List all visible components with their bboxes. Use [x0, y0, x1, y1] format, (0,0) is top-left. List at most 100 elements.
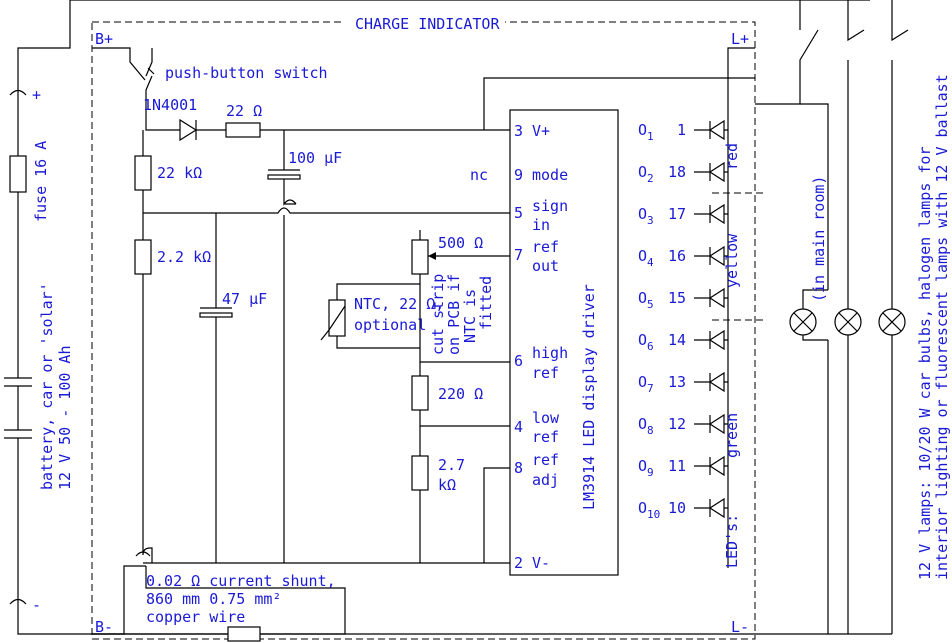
output-pin-3: 17 — [668, 205, 686, 223]
pin-8-num: 8 — [514, 459, 523, 477]
pin-6-num: 6 — [514, 352, 523, 370]
cut-strip-4: fitted — [477, 276, 495, 330]
r22-label: 22 Ω — [226, 102, 262, 120]
diode-symbol — [179, 118, 198, 142]
push-button-switch — [145, 48, 155, 77]
terminal-lminus: L- — [731, 618, 749, 636]
resistor-2k2 — [134, 239, 152, 275]
battery-plus: + — [32, 86, 41, 104]
led-group-red: red — [723, 143, 741, 170]
fuse-label: fuse 16 A — [32, 141, 50, 222]
output-pin-1: 1 — [677, 121, 686, 139]
pin-6-name: high — [532, 344, 568, 362]
output-label-10: O10 — [638, 499, 660, 521]
r22k-label: 22 kΩ — [157, 164, 202, 182]
diode-label: 1N4001 — [143, 96, 197, 114]
c100-label: 100 µF — [288, 149, 342, 167]
lamps-label-2: interior lighting or fluorescent lamps w… — [933, 74, 951, 580]
pin-8-name-2: adj — [532, 471, 559, 489]
pin-7-num: 7 — [514, 246, 523, 264]
pin-5-num: 5 — [514, 204, 523, 222]
fuse-symbol — [9, 155, 27, 193]
pin-4-num: 4 — [514, 418, 523, 436]
pin-7-name-2: out — [532, 257, 559, 275]
pin-2-num: 2 — [514, 554, 523, 572]
led-5 — [708, 287, 725, 309]
pin-5-name-2: in — [532, 216, 550, 234]
lamps-label-1: 12 V lamps: 10/20 W car bulbs, halogen l… — [916, 147, 934, 580]
r2k7-label-2: kΩ — [438, 476, 456, 494]
ntc-label-1: NTC, 22 Ω, — [354, 295, 444, 313]
output-label-2: O2 — [638, 163, 654, 185]
output-label-6: O6 — [638, 331, 654, 353]
output-label-4: O4 — [638, 247, 654, 269]
cut-strip-1: cut strip — [429, 274, 447, 355]
led-1 — [708, 119, 725, 141]
resistor-22k — [134, 155, 152, 191]
pin-2-name: V- — [532, 554, 550, 572]
potentiometer-500 — [411, 239, 429, 275]
pin-9-name: mode — [532, 166, 568, 184]
switch-label: push-button switch — [165, 64, 328, 82]
led-7 — [708, 371, 725, 393]
resistor-2k7 — [411, 455, 429, 491]
pin-6-name-2: ref — [532, 364, 559, 382]
pin-4-name: low — [532, 409, 560, 427]
ic-left-pins: 3 V+ nc 9 mode 5 sign in 7 ref out 6 hig… — [470, 122, 568, 572]
pin-9-pre: nc — [470, 166, 488, 184]
ic-name: LM3914 LED display driver — [580, 284, 598, 510]
pin-9-num: 9 — [514, 166, 523, 184]
battery-branch — [4, 0, 870, 635]
output-pin-10: 10 — [668, 499, 686, 517]
led-caption: LED's: — [723, 514, 741, 568]
output-label-8: O8 — [638, 415, 654, 437]
r2k7-label-1: 2.7 — [438, 456, 465, 474]
room-lamp-circuit — [755, 0, 909, 635]
current-shunt — [227, 626, 261, 642]
terminal-bminus: B- — [95, 618, 113, 636]
led-group-dividers — [712, 192, 765, 321]
led-6 — [708, 329, 725, 351]
c47-label: 47 µF — [222, 290, 267, 308]
led-4 — [708, 245, 725, 267]
ntc-label-2: optional — [354, 316, 426, 334]
cut-strip-2: on PCB if — [445, 274, 463, 355]
pin-3-name: V+ — [532, 122, 550, 140]
pin-5-name: sign — [532, 197, 568, 215]
led-10 — [708, 497, 725, 519]
pin-4-name-2: ref — [532, 428, 559, 446]
terminal-lplus: L+ — [731, 30, 749, 48]
output-label-7: O7 — [638, 373, 654, 395]
terminal-bplus: B+ — [95, 30, 113, 48]
pot-label: 500 Ω — [438, 234, 483, 252]
resistor-220 — [411, 375, 429, 411]
shunt-label-2: 860 mm 0.75 mm² — [146, 590, 281, 608]
led-group-yellow: yellow — [723, 233, 741, 288]
led-9 — [708, 455, 725, 477]
r2k2-label: 2.2 kΩ — [157, 248, 211, 266]
capacitor-47uf — [199, 312, 233, 318]
output-label-1: O1 — [638, 121, 654, 143]
battery-label-2: 12 V 50 - 100 Ah — [56, 346, 74, 491]
cut-strip-3: NTC is — [461, 289, 479, 343]
ic-lm3914 — [509, 109, 619, 576]
output-pin-6: 14 — [668, 331, 686, 349]
r220-label: 220 Ω — [438, 385, 483, 403]
output-pin-5: 15 — [668, 289, 686, 307]
pin-3-num: 3 — [514, 122, 523, 140]
led-group-green: green — [723, 413, 741, 458]
resistor-22 — [225, 122, 261, 138]
module-title: CHARGE INDICATOR — [355, 15, 500, 33]
led-2 — [708, 161, 725, 183]
main-room-label: (in main room) — [810, 176, 828, 302]
shunt-label-1: 0.02 Ω current shunt, — [146, 572, 336, 590]
output-label-5: O5 — [638, 289, 654, 311]
title-backdrop — [345, 12, 505, 32]
pot-wiper-arrow — [428, 252, 436, 260]
output-label-9: O9 — [638, 457, 654, 479]
shunt-label-3: copper wire — [146, 608, 245, 626]
led-8 — [708, 413, 725, 435]
